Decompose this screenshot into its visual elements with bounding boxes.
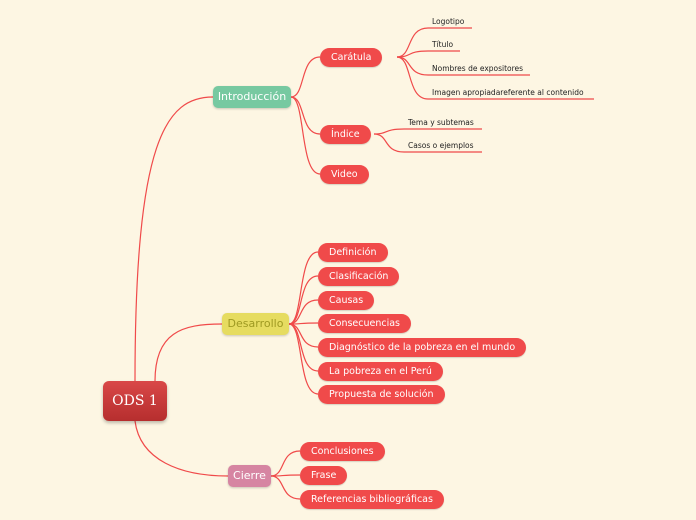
leaf-tema-subtemas[interactable]: Tema y subtemas bbox=[408, 118, 474, 127]
subtopic-consecuencias[interactable]: Consecuencias bbox=[318, 314, 412, 333]
link-cierre-0 bbox=[270, 450, 301, 477]
link-intro-video bbox=[290, 96, 321, 175]
leaf-nombres-expositores[interactable]: Nombres de expositores bbox=[432, 64, 524, 73]
link-intro-indice bbox=[290, 96, 321, 135]
subtopic-clasificacion[interactable]: Clasificación bbox=[318, 267, 400, 286]
subtopic-indice[interactable]: Índice bbox=[320, 125, 371, 144]
subtopic-diagnostico[interactable]: Diagnóstico de la pobreza en el mundo bbox=[318, 338, 527, 357]
topic-cierre[interactable]: Cierre bbox=[228, 465, 271, 487]
root-node-ods1[interactable]: ODS 1 bbox=[103, 381, 167, 421]
link-caratula-leaf-1 bbox=[396, 50, 429, 58]
topic-desarrollo[interactable]: Desarrollo bbox=[222, 313, 289, 335]
link-intro-caratula bbox=[290, 56, 321, 98]
link-root-cierre bbox=[134, 420, 229, 477]
subtopic-conclusiones[interactable]: Conclusiones bbox=[300, 442, 385, 461]
link-caratula-leaf-2 bbox=[396, 56, 429, 76]
link-indice-leaf-1 bbox=[373, 133, 405, 153]
subtopic-definicion[interactable]: Definición bbox=[318, 243, 388, 262]
subtopic-video[interactable]: Video bbox=[320, 165, 369, 184]
subtopic-propuesta-solucion[interactable]: Propuesta de solución bbox=[318, 385, 445, 404]
link-cierre-2 bbox=[270, 475, 301, 500]
link-caratula-leaf-3 bbox=[396, 56, 429, 100]
link-root-introduccion bbox=[134, 96, 214, 382]
link-root-desarrollo bbox=[154, 323, 223, 382]
subtopic-pobreza-peru[interactable]: La pobreza en el Perú bbox=[318, 362, 443, 381]
subtopic-causas[interactable]: Causas bbox=[318, 291, 375, 310]
link-desarrollo-6 bbox=[288, 323, 319, 395]
link-desarrollo-0 bbox=[288, 251, 319, 325]
subtopic-referencias[interactable]: Referencias bibliográficas bbox=[300, 490, 444, 509]
leaf-imagen-apropiada[interactable]: Imagen apropiadareferente al contenido bbox=[432, 88, 584, 97]
link-desarrollo-1 bbox=[288, 275, 319, 325]
leaf-titulo[interactable]: Título bbox=[432, 40, 454, 49]
link-caratula-leaf-0 bbox=[396, 27, 429, 58]
link-indice-leaf-0 bbox=[373, 128, 405, 135]
link-desarrollo-5 bbox=[288, 323, 319, 372]
leaf-logotipo[interactable]: Logotipo bbox=[432, 17, 465, 26]
link-desarrollo-2 bbox=[288, 299, 319, 325]
leaf-casos-ejemplos[interactable]: Casos o ejemplos bbox=[408, 141, 474, 150]
subtopic-frase[interactable]: Frase bbox=[300, 466, 348, 485]
subtopic-caratula[interactable]: Carátula bbox=[320, 48, 383, 67]
topic-introduccion[interactable]: Introducción bbox=[213, 86, 291, 108]
